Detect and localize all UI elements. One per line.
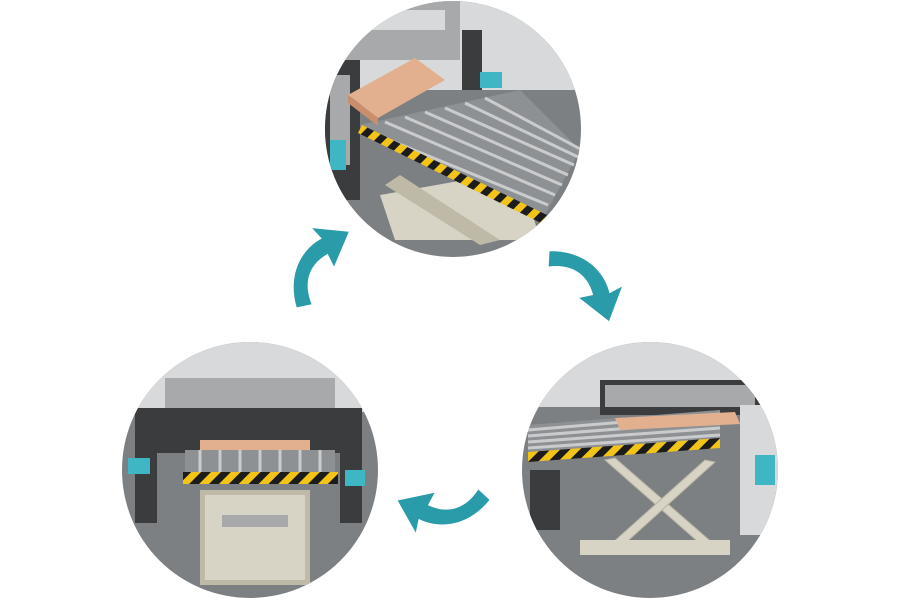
curved-arrow-icon <box>389 464 492 553</box>
step-left-photo <box>122 342 378 598</box>
curved-arrow-icon <box>264 212 371 313</box>
step-top-photo <box>325 1 581 257</box>
step-right-photo <box>522 342 778 598</box>
curved-arrow-icon <box>543 232 632 335</box>
